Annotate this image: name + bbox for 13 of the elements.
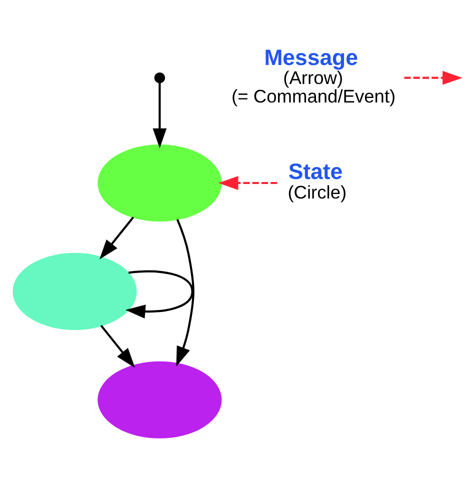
arrow bbox=[176, 219, 194, 366]
arrow bbox=[218, 176, 278, 190]
arrow bbox=[100, 325, 135, 368]
node-dot bbox=[154, 72, 166, 84]
node-text: Message (Arrow) (= Command/Event) bbox=[232, 44, 396, 106]
node-circle bbox=[12, 252, 137, 330]
node-circle bbox=[98, 144, 222, 222]
arrow bbox=[404, 70, 462, 85]
arrow bbox=[99, 216, 134, 260]
arrow bbox=[152, 82, 167, 148]
arrow bbox=[125, 270, 194, 318]
node-text: State (Circle) bbox=[288, 159, 347, 202]
node-circle bbox=[98, 361, 222, 438]
